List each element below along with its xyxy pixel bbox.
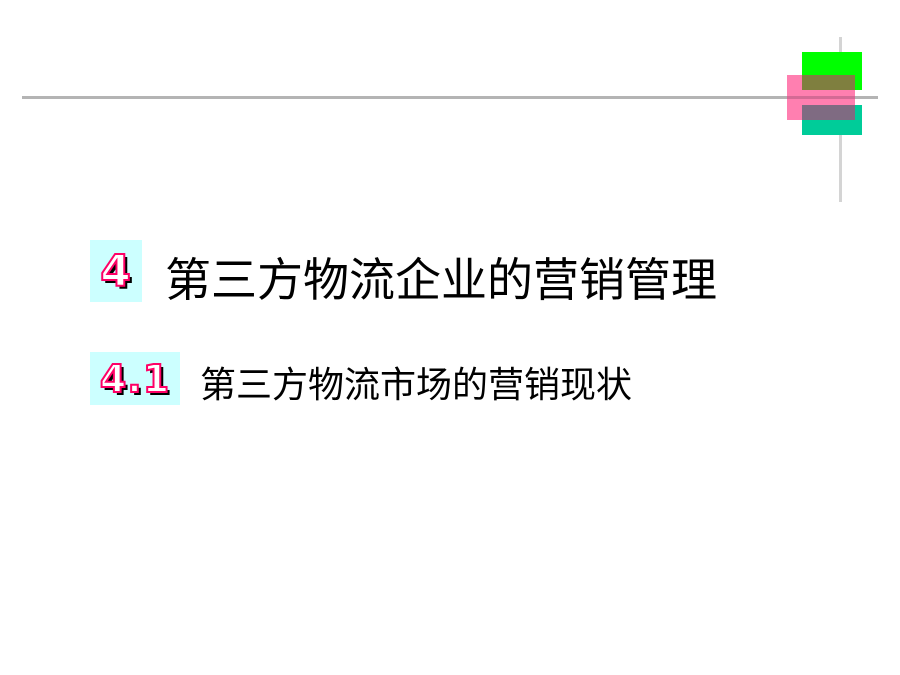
subsection-number-badge: 4.1 [90,352,180,405]
subsection-title: 第三方物流市场的营销现状 [200,365,633,406]
decorative-horizontal-line [22,96,878,99]
decorative-overlap-olive [802,75,855,90]
section-title: 第三方物流企业的营销管理 [165,253,717,307]
section-number-badge: 4 [90,240,142,302]
section-number: 4 [99,245,132,298]
decorative-line-overlap [787,96,855,99]
subsection-number: 4.1 [99,356,171,402]
decorative-overlap-mauve [802,105,855,120]
